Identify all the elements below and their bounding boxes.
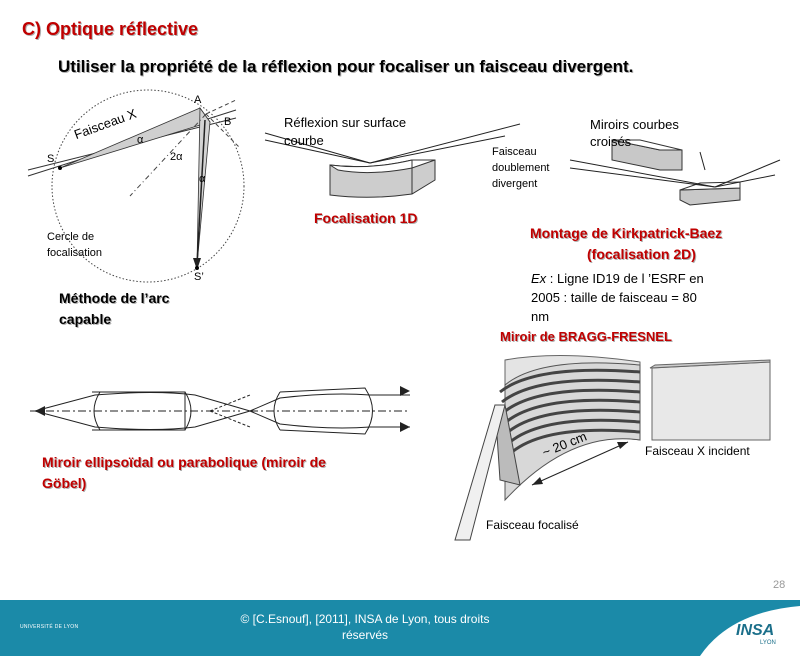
arc-caption-line1: Méthode de l’arc	[59, 290, 170, 306]
gobel-caption-line2: Göbel)	[42, 475, 87, 491]
arc-caption-line2: capable	[59, 311, 112, 327]
gobel-caption-line1: Miroir ellipsoïdal ou parabolique (miroi…	[42, 454, 326, 470]
reflexion-label-line1: Réflexion sur surface	[284, 115, 407, 130]
faisceau-divergent-line1: Faisceau	[492, 146, 537, 158]
kb-example-line2: 2005 : taille de faisceau = 80	[531, 290, 697, 305]
faisceau-divergent-line2: doublement	[492, 162, 550, 174]
footer-bar	[0, 600, 800, 656]
reflexion-label-line2: courbe	[284, 133, 324, 148]
insa-logo-sub: LYON	[760, 640, 776, 646]
focalisation-1d-caption: Focalisation 1D	[314, 210, 418, 226]
kb-caption-line2: (focalisation 2D)	[587, 246, 696, 262]
cercle-label-line1: Cercle de	[47, 231, 95, 243]
universite-lyon-logo: UNIVERSITÉ DE LYON	[20, 624, 79, 630]
kb-example-line3: nm	[531, 309, 550, 324]
miroirs-courbes-line2: croisés	[590, 134, 632, 149]
two-alpha-label: 2α	[170, 151, 183, 163]
kb-example-text1: : Ligne ID19 de l ’ESRF en	[546, 271, 704, 286]
insa-logo: INSA	[736, 622, 775, 639]
point-s-prime-label: S’	[194, 271, 204, 283]
footer-copyright-line1: © [C.Esnouf], [2011], INSA de Lyon, tous…	[240, 612, 490, 626]
slide-title: C) Optique réflective	[22, 19, 199, 39]
kb-caption-line1: Montage de Kirkpatrick-Baez	[530, 225, 723, 241]
footer-copyright-line2: réservés	[341, 628, 388, 642]
bragg-fresnel-title: Miroir de BRAGG-FRESNEL	[500, 329, 672, 344]
kb-example-line1: Ex : Ligne ID19 de l ’ESRF en	[531, 271, 704, 286]
kb-example-ex: Ex	[531, 271, 547, 286]
miroirs-courbes-line1: Miroirs courbes	[590, 117, 679, 132]
faisceau-focalise-label: Faisceau focalisé	[486, 518, 579, 532]
point-s-label: S	[47, 153, 55, 165]
alpha-label-1: α	[137, 134, 144, 146]
alpha-label-2: α	[199, 173, 206, 185]
faisceau-divergent-line3: divergent	[492, 178, 538, 190]
page-number: 28	[773, 579, 786, 591]
point-b-label: B	[224, 116, 232, 128]
slide-subtitle: Utiliser la propriété de la réflexion po…	[58, 57, 634, 76]
faisceau-incident-label: Faisceau X incident	[645, 444, 750, 458]
footer-copyright: © [C.Esnouf], [2011], INSA de Lyon, tous…	[200, 611, 530, 643]
cercle-label-line2: focalisation	[47, 247, 103, 259]
point-a-label: A	[194, 94, 202, 106]
